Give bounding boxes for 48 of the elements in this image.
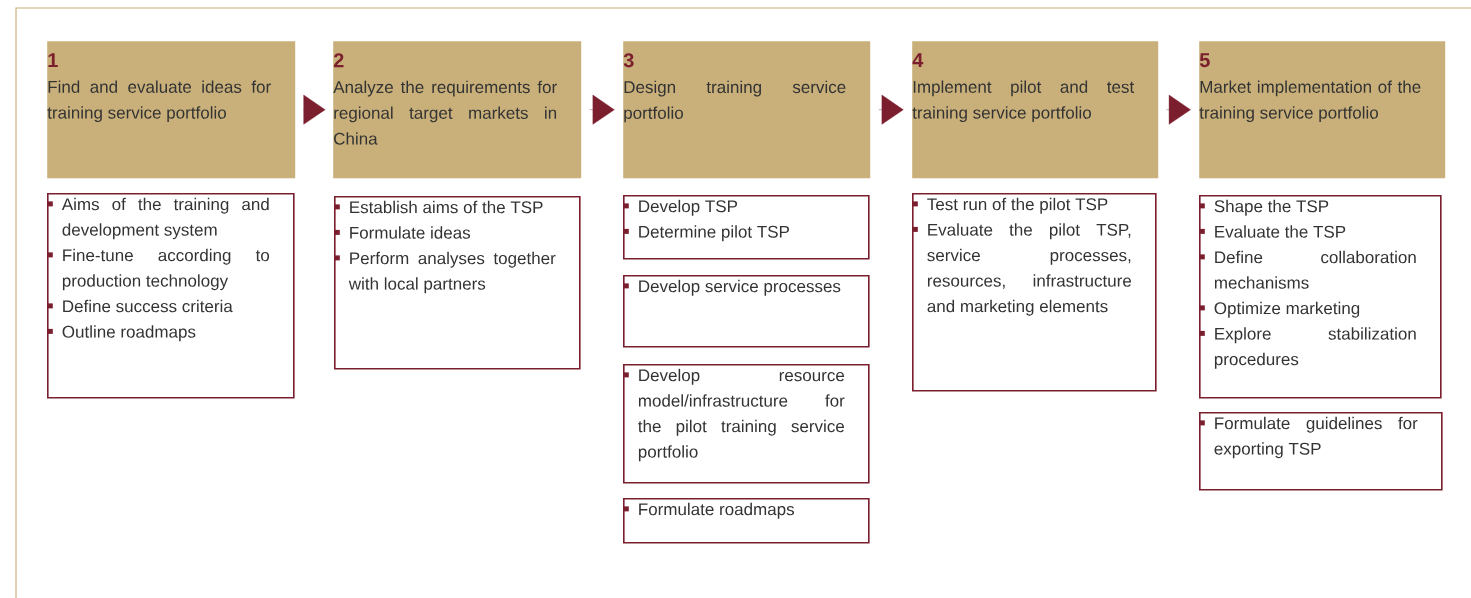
bullet-item: Evaluate the pilot TSP, service processes, resources, infrastructure and marketing elements [912,223,1132,316]
task-box [1199,195,1442,399]
bullet-item: Formulate guidelines for exporting TSP [1199,416,1418,459]
bullet-item: Explore stabilization procedures [1199,327,1416,369]
arrow [1166,94,1191,125]
step-number: 1 [48,53,58,67]
step-header [912,41,1159,179]
bullet-item: Perform analyses together with local partners [334,251,556,294]
step-title: Design training service portfolio [624,80,846,123]
step-title: Market implementation of the training service portfolio [1199,80,1421,123]
step-number: 5 [1199,53,1210,68]
task-box [1199,412,1443,491]
bullet-item: Determine pilot TSP [623,225,789,242]
task-box [623,364,870,484]
step-title: Implement pilot and test training service portfolio [912,80,1135,123]
step-number: 4 [912,53,924,67]
arrow [302,94,326,125]
step-header [333,41,582,179]
bullet-item: Aims of the training and development system [47,197,269,240]
arrow [878,94,904,125]
bullet-item: Test run of the pilot TSP [912,197,1108,214]
bullet-item: Formulate ideas [334,226,471,239]
bullet-item: Define collaboration mechanisms [1199,250,1416,289]
bullet-item: Shape the TSP [1199,199,1329,216]
arrow [589,94,615,125]
step-title: Analyze the requirements for regional target markets in China [333,80,557,145]
bullet-item: Outline roadmaps [47,325,196,342]
step-number: 2 [333,53,344,68]
step-number: 3 [623,53,634,68]
step-title: Find and evaluate ideas for training service portfolio [47,80,271,123]
bullet-item: Define success criteria [47,299,233,313]
task-box [623,275,870,348]
task-box [912,193,1157,392]
bullet-item: Develop TSP [623,199,738,216]
bullet-item: Develop resource model/infrastructure for the pilot training service portfolio [623,368,845,462]
task-box [623,195,870,260]
step-header [623,41,871,179]
step-header [47,41,296,179]
bullet-item: Optimize marketing [1199,301,1360,318]
task-box [334,196,581,370]
bullet-item: Evaluate the TSP [1199,225,1346,238]
step-header [1199,41,1446,179]
bullet-item: Formulate roadmaps [623,502,794,519]
bullet-item: Establish aims of the TSP [334,200,543,214]
bullet-item: Develop service processes [623,279,841,296]
task-box [47,193,295,399]
bullet-item: Fine-tune according to production technology [47,248,270,291]
task-box [623,498,870,544]
